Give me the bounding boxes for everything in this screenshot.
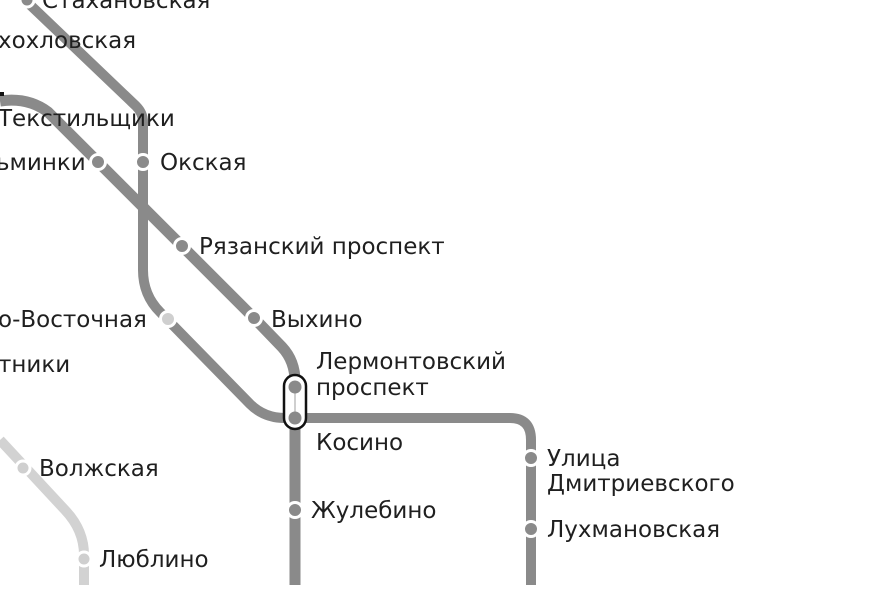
station-label-dmitrievskogo-line2[interactable]: Дмитриевского: [547, 471, 735, 497]
station-dot-ryazansky[interactable]: [173, 237, 191, 255]
station-dot-lukhmanovskaya[interactable]: [522, 520, 540, 538]
line-nekrasovskaya: [21, 0, 536, 585]
station-dot-lermontovsky[interactable]: [288, 380, 302, 394]
station-label-volzhskaya[interactable]: Волжская: [39, 456, 159, 482]
station-label-ryazansky[interactable]: Рязанский проспект: [199, 234, 445, 260]
station-label-lyublino[interactable]: Люблино: [99, 547, 209, 573]
station-label-vykhino[interactable]: Выхино: [271, 307, 363, 333]
station-label-dmitrievskogo-line1[interactable]: Улица: [547, 446, 620, 472]
station-label-lukhmanovskaya[interactable]: Лухмановская: [547, 517, 720, 543]
station-dot-yugo-vostochnaya[interactable]: [159, 310, 177, 328]
station-dot-vykhino[interactable]: [245, 309, 263, 327]
station-dot-dmitrievskogo[interactable]: [522, 449, 540, 467]
station-label-nizhegorodskaya[interactable]: хохловская: [0, 28, 136, 54]
station-dot-kosino[interactable]: [288, 411, 302, 425]
station-label-kuzminki[interactable]: ьминки: [0, 150, 86, 176]
station-label-lermontovsky-line1[interactable]: Лермонтовский: [316, 349, 506, 375]
station-dot-okskaya[interactable]: [134, 153, 152, 171]
station-label-yugo-vostochnaya[interactable]: о-Восточная: [0, 307, 147, 333]
station-label-pechatniki[interactable]: тники: [0, 352, 70, 378]
station-dot-kuzminki[interactable]: [89, 153, 107, 171]
station-label-okskaya[interactable]: Окская: [160, 150, 246, 176]
station-label-lermontovsky-line2[interactable]: проспект: [316, 375, 429, 401]
station-label-tekstilshchiki[interactable]: Текстильщики: [0, 106, 175, 132]
station-label-stakhanovskaya[interactable]: Стахановская: [42, 0, 210, 14]
station-dot-stakhanovskaya[interactable]: [18, 0, 36, 9]
station-dot-volzhskaya[interactable]: [14, 459, 32, 477]
transfer-hub-lermontovsky-kosino[interactable]: [282, 373, 308, 431]
station-dot-zhulebino[interactable]: [286, 501, 304, 519]
station-label-kosino[interactable]: Косино: [316, 430, 403, 456]
station-label-zhulebino[interactable]: Жулебино: [311, 498, 436, 524]
station-dot-lyublino[interactable]: [75, 550, 93, 568]
